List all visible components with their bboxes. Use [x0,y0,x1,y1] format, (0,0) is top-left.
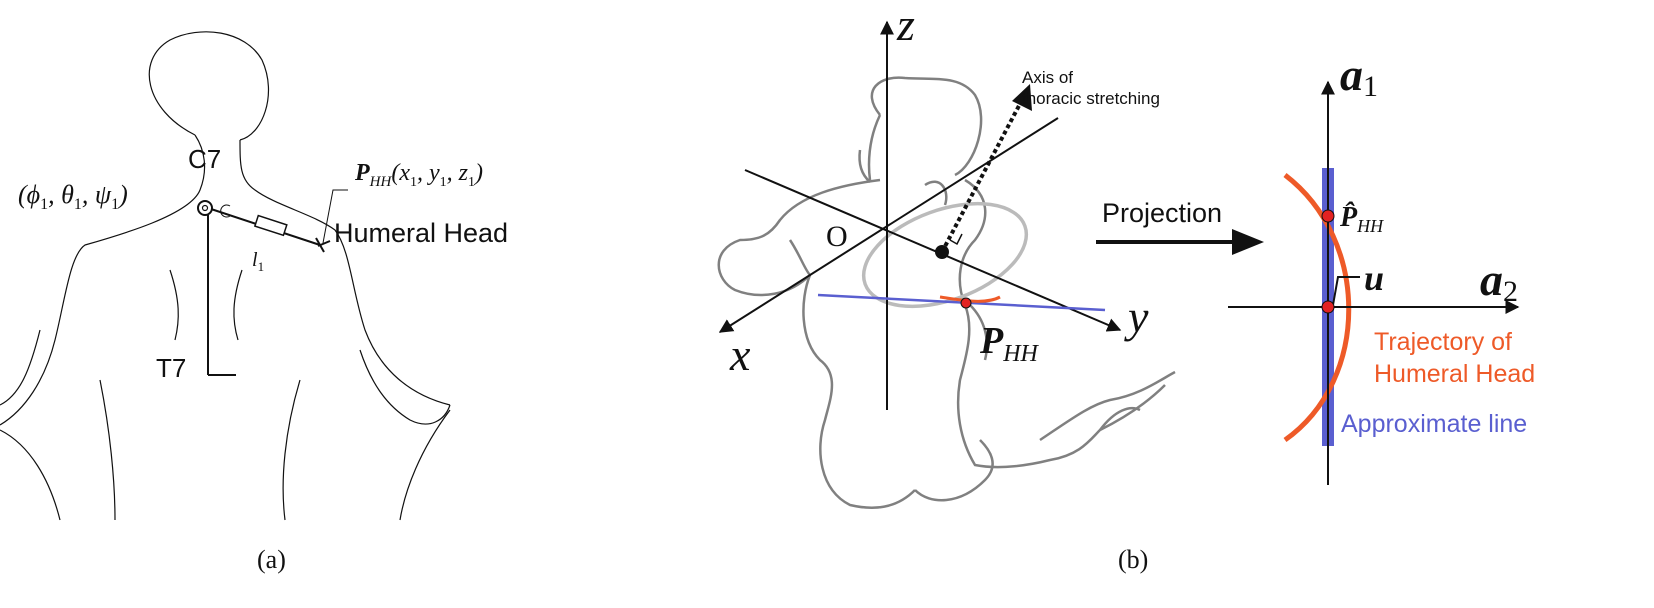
l1-spring [253,214,288,237]
label-axis-x: x [729,329,751,380]
label-t7: T7 [156,353,186,383]
body-outline-side [717,76,1176,509]
body-outline-back [0,31,451,521]
right-angle-mark [949,233,963,246]
c7-joint [197,200,213,216]
label-stretch-line2: thoracic stretching [1022,89,1160,108]
phh-leader [322,189,348,244]
phh-point-b [960,297,972,309]
panel-b: z x y O Axis of thoracic stretching PHH … [717,0,1176,574]
label-trajectory-line2: Humeral Head [1374,360,1535,388]
label-stretch-line1: Axis of [1022,68,1073,87]
trajectory-arc-b [939,295,1001,303]
label-axis-a2: a2 [1480,254,1518,308]
label-l1: l1 [252,249,264,274]
panel-c: a1 a2 P̂HH u Trajectory of Humeral Head … [1228,49,1535,485]
caption-b: (b) [1118,545,1148,574]
u-leader [1332,276,1360,306]
label-u: u [1364,258,1384,298]
trajectory-arc-c [1283,173,1352,443]
c7-joint-inner [201,204,209,212]
rotation-symbol [220,204,231,218]
label-axis-a1: a1 [1340,49,1378,103]
panel-a: C7 T7 (ϕ1, θ1, ψ1) PHH(x1, y1, z1) Humer… [0,31,508,574]
label-approximate-line: Approximate line [1341,410,1527,438]
phat-point [1321,209,1335,223]
label-humeral-head: Humeral Head [334,218,508,248]
projection-arrowhead [1232,229,1264,255]
u-point [1321,300,1335,314]
label-phh-a: PHH(x1, y1, z1) [354,160,483,190]
axis-y-line [744,169,1122,332]
caption-a: (a) [257,545,286,574]
projection-group: Projection [1096,198,1264,255]
stretch-axis-arrowhead [1012,84,1032,111]
label-c7: C7 [188,144,221,174]
label-axis-y: y [1124,291,1149,342]
label-trajectory-line1: Trajectory of [1374,328,1512,356]
stretch-axis [940,99,1024,253]
axis-x-line [718,117,1059,333]
center-point [935,245,949,259]
label-projection: Projection [1102,198,1222,228]
label-angles: (ϕ1, θ1, ψ1) [18,180,128,213]
label-axis-z: z [896,0,915,50]
label-phh-b: PHH [979,320,1040,367]
spine-segments [207,207,331,376]
label-origin: O [826,220,848,253]
shoulder-trajectory-ellipse [861,201,1029,309]
label-phat: P̂HH [1339,201,1384,236]
